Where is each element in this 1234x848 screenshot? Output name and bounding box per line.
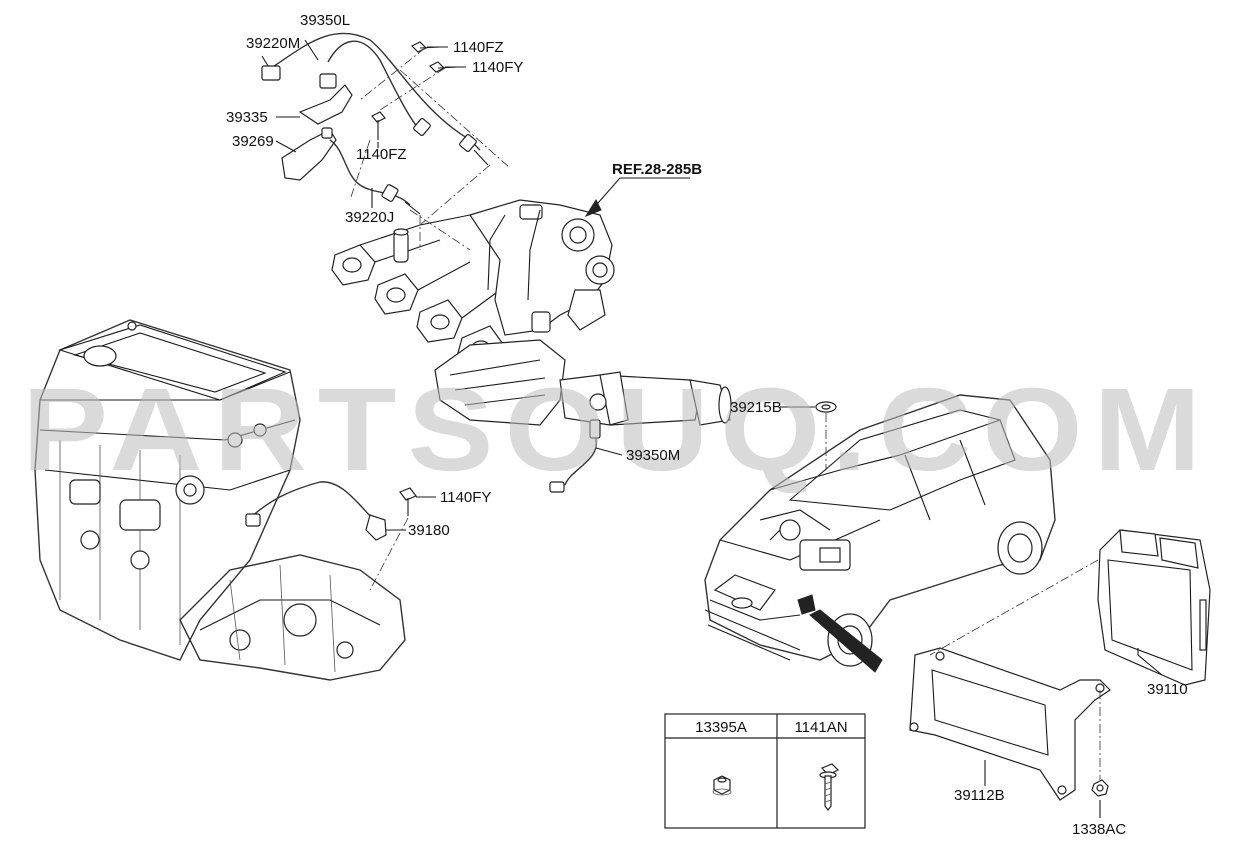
label-1338AC: 1338AC [1072, 821, 1126, 838]
watermark: PARTSOUQ.COM [22, 364, 1212, 496]
legend-header-1141AN: 1141AN [794, 719, 847, 736]
bracket-39335 [298, 84, 353, 125]
bolt-icon [819, 763, 840, 811]
bracket-39269 [281, 127, 337, 181]
reference-label: REF.28-285B [612, 161, 702, 178]
label-39180: 39180 [408, 522, 450, 539]
bolt-1140FZ-mid [371, 111, 386, 140]
bolt-1140FY-low [399, 487, 417, 516]
label-39215B: 39215B [730, 399, 782, 416]
sensor-39220J [329, 139, 421, 215]
sensor-connector-39220M [261, 65, 337, 89]
label-39112B: 39112B [954, 787, 1005, 804]
vehicle-drawing [704, 394, 1056, 673]
sensor-39180 [245, 481, 387, 541]
engine-block-drawing [34, 319, 406, 681]
label-39335: 39335 [226, 109, 268, 126]
label-1140FZ-top: 1140FZ [453, 39, 504, 56]
label-1140FY-low: 1140FY [440, 489, 491, 506]
sensor-39350M [549, 419, 601, 493]
ecu-drawing [909, 529, 1211, 801]
parts-legend-table: 13395A 1141AN [664, 713, 866, 829]
label-39350M: 39350M [626, 447, 680, 464]
label-39110: 39110 [1147, 681, 1188, 698]
leader-lines [261, 39, 1163, 818]
flange-nut-icon [712, 775, 732, 796]
nut-1338AC [1091, 779, 1109, 797]
label-1140FZ-mid: 1140FZ [356, 146, 407, 163]
oxygen-sensor-39350L [267, 32, 489, 166]
gasket-39215B [815, 401, 837, 413]
label-39269: 39269 [232, 133, 274, 150]
label-1140FY-top: 1140FY [472, 59, 523, 76]
legend-header-13395A: 13395A [695, 719, 747, 736]
label-39220J: 39220J [345, 209, 394, 226]
center-lines [349, 47, 1101, 780]
label-39220M: 39220M [246, 35, 300, 52]
label-39350L: 39350L [300, 12, 350, 29]
